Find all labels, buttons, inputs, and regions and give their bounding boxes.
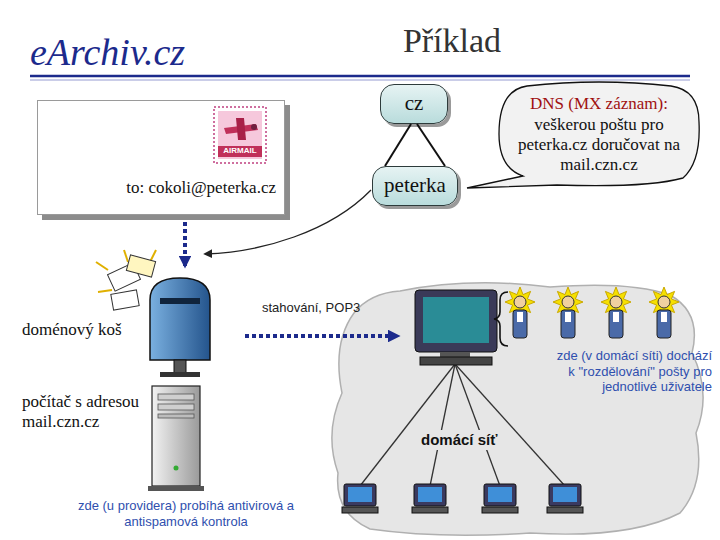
server-tower [148,486,204,491]
logo-text-box: eArchiv.cz [30,30,230,76]
mailbox-icon [111,290,139,310]
mailbox-icon [98,290,112,292]
small-computers [418,487,442,502]
logo-rule [30,75,690,78]
stamp-text: AIRMAIL [218,146,262,156]
small-computers [482,507,518,513]
small-computers [482,484,518,513]
main-computer [423,297,489,343]
user-icons [565,312,571,322]
device-label: doménový koš [22,320,146,340]
user-icons [514,296,526,308]
stamp-text-box: AIRMAIL [218,146,262,156]
dns-node: cz [380,84,448,124]
small-computers [488,487,512,502]
speech-bubble: DNS (MX záznam):veškerou poštu pro peter… [497,82,701,188]
small-computers [342,484,378,513]
user-icons [661,312,667,322]
mailbox-icon [124,250,128,262]
node-body: veškerou poštu pro peterka.cz doručovat … [511,115,687,176]
small-computers [547,507,583,513]
small-computers [344,484,376,506]
bubble-outline [467,82,699,188]
mailbox-icon [96,262,108,270]
logo-text: eArchiv.cz [30,30,230,76]
mailbox-icon [160,372,200,377]
arrow-label: stahování, POP3 [262,300,392,316]
mailbox-icon [174,360,186,374]
cloud-outline [332,283,703,535]
note-text: zde (v domácí síti) dochází k "rozdělová… [550,348,712,395]
user-icons [609,310,623,338]
server-tower [158,414,194,418]
small-computers [412,484,448,513]
main-computer [420,357,492,365]
mailbox-icon [96,250,210,377]
server-tower [158,394,194,400]
tree-link [417,124,445,166]
user-icons [562,296,574,308]
user-icons [561,310,575,338]
node-label: to: cokoli@peterka.cz [126,178,276,198]
node-label: DNS (MX záznam): [530,94,668,114]
airmail-stamp [218,146,262,157]
mailbox-icon [150,278,210,360]
note-text-box: zde (v domácí síti) dochází k "rozdělová… [550,348,712,395]
user-icons [658,296,670,308]
user-icons [517,312,523,322]
device-label-box: doménový koš [22,320,146,340]
airmail-stamp [251,124,257,130]
node-label: cz [405,91,424,116]
user-icons [613,312,619,322]
node-label: peterka [384,173,446,198]
server-tower [174,466,179,471]
airmail-stamp [218,111,262,159]
small-computers [348,487,372,502]
mailbox-icon [160,298,200,304]
logo-rule [30,79,690,81]
device-label: počítač s adresou mail.czn.cz [22,392,150,433]
small-computers [414,484,446,506]
user-icons [657,310,671,338]
small-computers [412,507,448,513]
user-icons [513,310,527,338]
airmail-stamp [214,107,266,163]
device-label-box: počítač s adresou mail.czn.cz [22,392,150,433]
small-computers [549,484,581,506]
arrow-label-box: stahování, POP3 [262,300,392,316]
small-computers [553,487,577,502]
airmail-stamp [236,118,246,140]
dotted-arrow [183,222,187,266]
tree-link [385,124,411,166]
logo-rule [30,76,690,80]
page-title: Příklad [352,22,552,60]
mailbox-icon [126,255,155,277]
small-computers [547,484,583,513]
main-computer [415,290,497,352]
server-tower [158,404,194,410]
mailbox-icon [96,250,156,292]
node-label: domácí síť [418,430,500,450]
server-tower [152,386,200,486]
airmail-stamp [214,107,266,163]
note-text: zde (u providera) probíhá antivirová a a… [74,498,298,529]
dns-node: peterka [372,166,458,206]
user-icons [610,296,622,308]
small-computers [484,484,516,506]
title-box: Příklad [352,22,552,60]
small-computers [342,507,378,513]
server-tower [148,386,204,491]
note-text-box: zde (u providera) probíhá antivirová a a… [74,498,298,529]
